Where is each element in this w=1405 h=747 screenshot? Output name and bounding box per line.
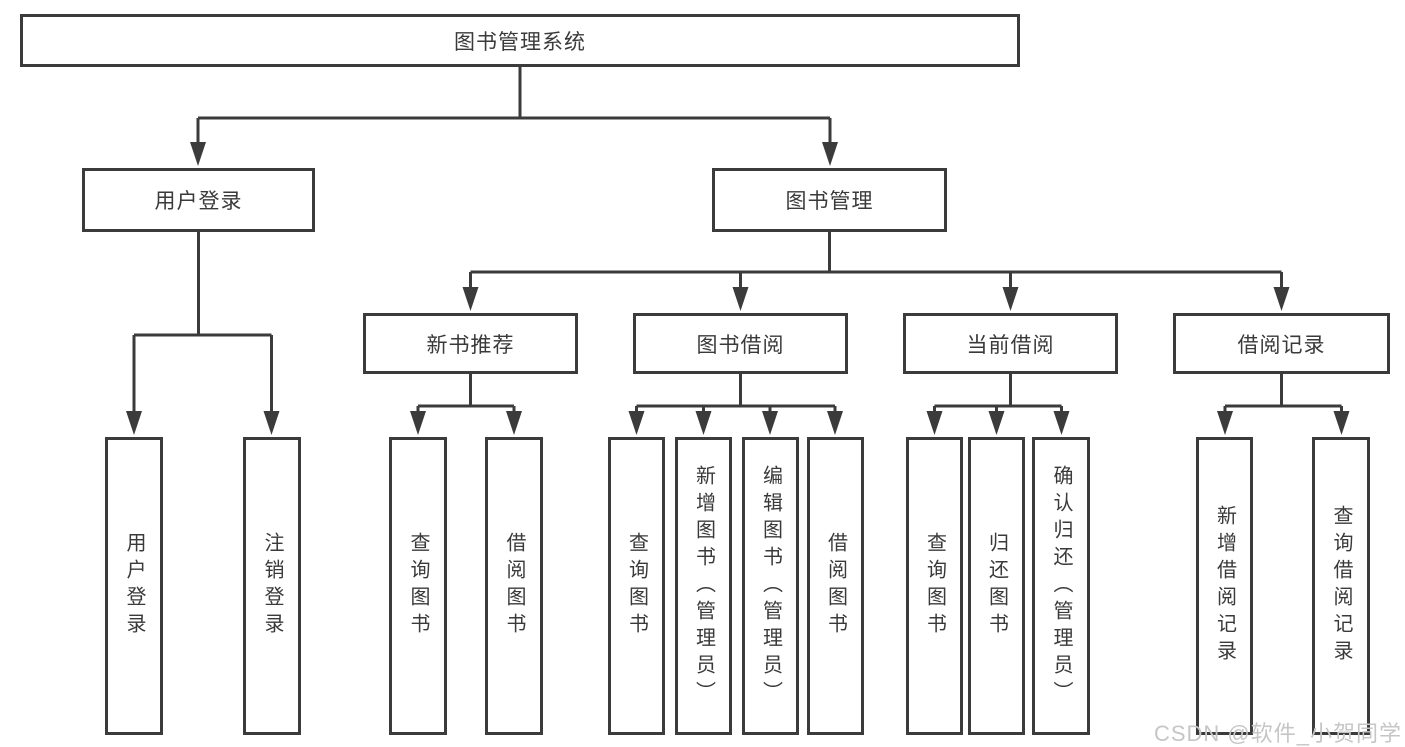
leaf-query-books-1-label: 查询图书 (407, 532, 429, 640)
node-borrowing-records-label: 借阅记录 (1237, 333, 1326, 357)
node-current-borrowing-label: 当前借阅 (966, 333, 1055, 357)
arrowhead-icons (126, 142, 1350, 435)
leaf-borrow-books-2-label: 借阅图书 (824, 532, 847, 640)
node-user-login: 用户登录 (82, 168, 315, 232)
watermark-csdn: CSDN @软件_小贺同学 (1153, 721, 1402, 746)
leaf-query-borrow-record-label: 查询借阅记录 (1330, 505, 1352, 667)
node-new-book-recommendation: 新书推荐 (363, 313, 578, 374)
leaf-edit-books-admin: 编辑图书（管理员） (742, 437, 799, 735)
leaf-borrow-books-2: 借阅图书 (807, 437, 864, 735)
leaf-logout: 注销登录 (243, 437, 301, 735)
leaf-add-borrow-record-label: 新增借阅记录 (1213, 505, 1236, 667)
node-library-management-system: 图书管理系统 (20, 14, 1020, 67)
node-borrowing-records: 借阅记录 (1173, 313, 1390, 374)
node-user-login-label: 用户登录 (154, 190, 243, 213)
leaf-add-books-admin: 新增图书（管理员） (675, 437, 732, 735)
node-book-borrowing: 图书借阅 (633, 313, 848, 374)
leaf-query-books-3: 查询图书 (906, 437, 963, 735)
leaf-borrow-books-1: 借阅图书 (485, 437, 543, 735)
leaf-query-books-2-label: 查询图书 (625, 532, 648, 640)
node-book-management-label: 图书管理 (785, 190, 874, 213)
leaf-confirm-return-admin-label: 确认归还（管理员） (1050, 464, 1072, 708)
leaf-borrow-books-1-label: 借阅图书 (503, 532, 525, 640)
leaf-add-borrow-record: 新增借阅记录 (1196, 437, 1253, 735)
node-library-management-system-label: 图书管理系统 (454, 30, 586, 54)
leaf-query-books-3-label: 查询图书 (923, 532, 946, 640)
leaf-user-login: 用户登录 (105, 437, 163, 735)
node-current-borrowing: 当前借阅 (903, 313, 1118, 374)
leaf-return-books: 归还图书 (968, 437, 1025, 735)
leaf-confirm-return-admin: 确认归还（管理员） (1032, 437, 1090, 735)
node-book-management: 图书管理 (712, 168, 947, 232)
leaf-query-books-1: 查询图书 (389, 437, 447, 735)
leaf-edit-books-admin-label: 编辑图书（管理员） (759, 464, 782, 708)
leaf-query-borrow-record: 查询借阅记录 (1312, 437, 1370, 735)
leaf-logout-label: 注销登录 (261, 532, 283, 640)
leaf-user-login-label: 用户登录 (123, 532, 145, 640)
node-new-book-recommendation-label: 新书推荐 (426, 333, 515, 357)
leaf-return-books-label: 归还图书 (985, 532, 1008, 640)
leaf-query-books-2: 查询图书 (608, 437, 665, 735)
leaf-add-books-admin-label: 新增图书（管理员） (692, 464, 715, 708)
node-book-borrowing-label: 图书借阅 (696, 333, 785, 357)
